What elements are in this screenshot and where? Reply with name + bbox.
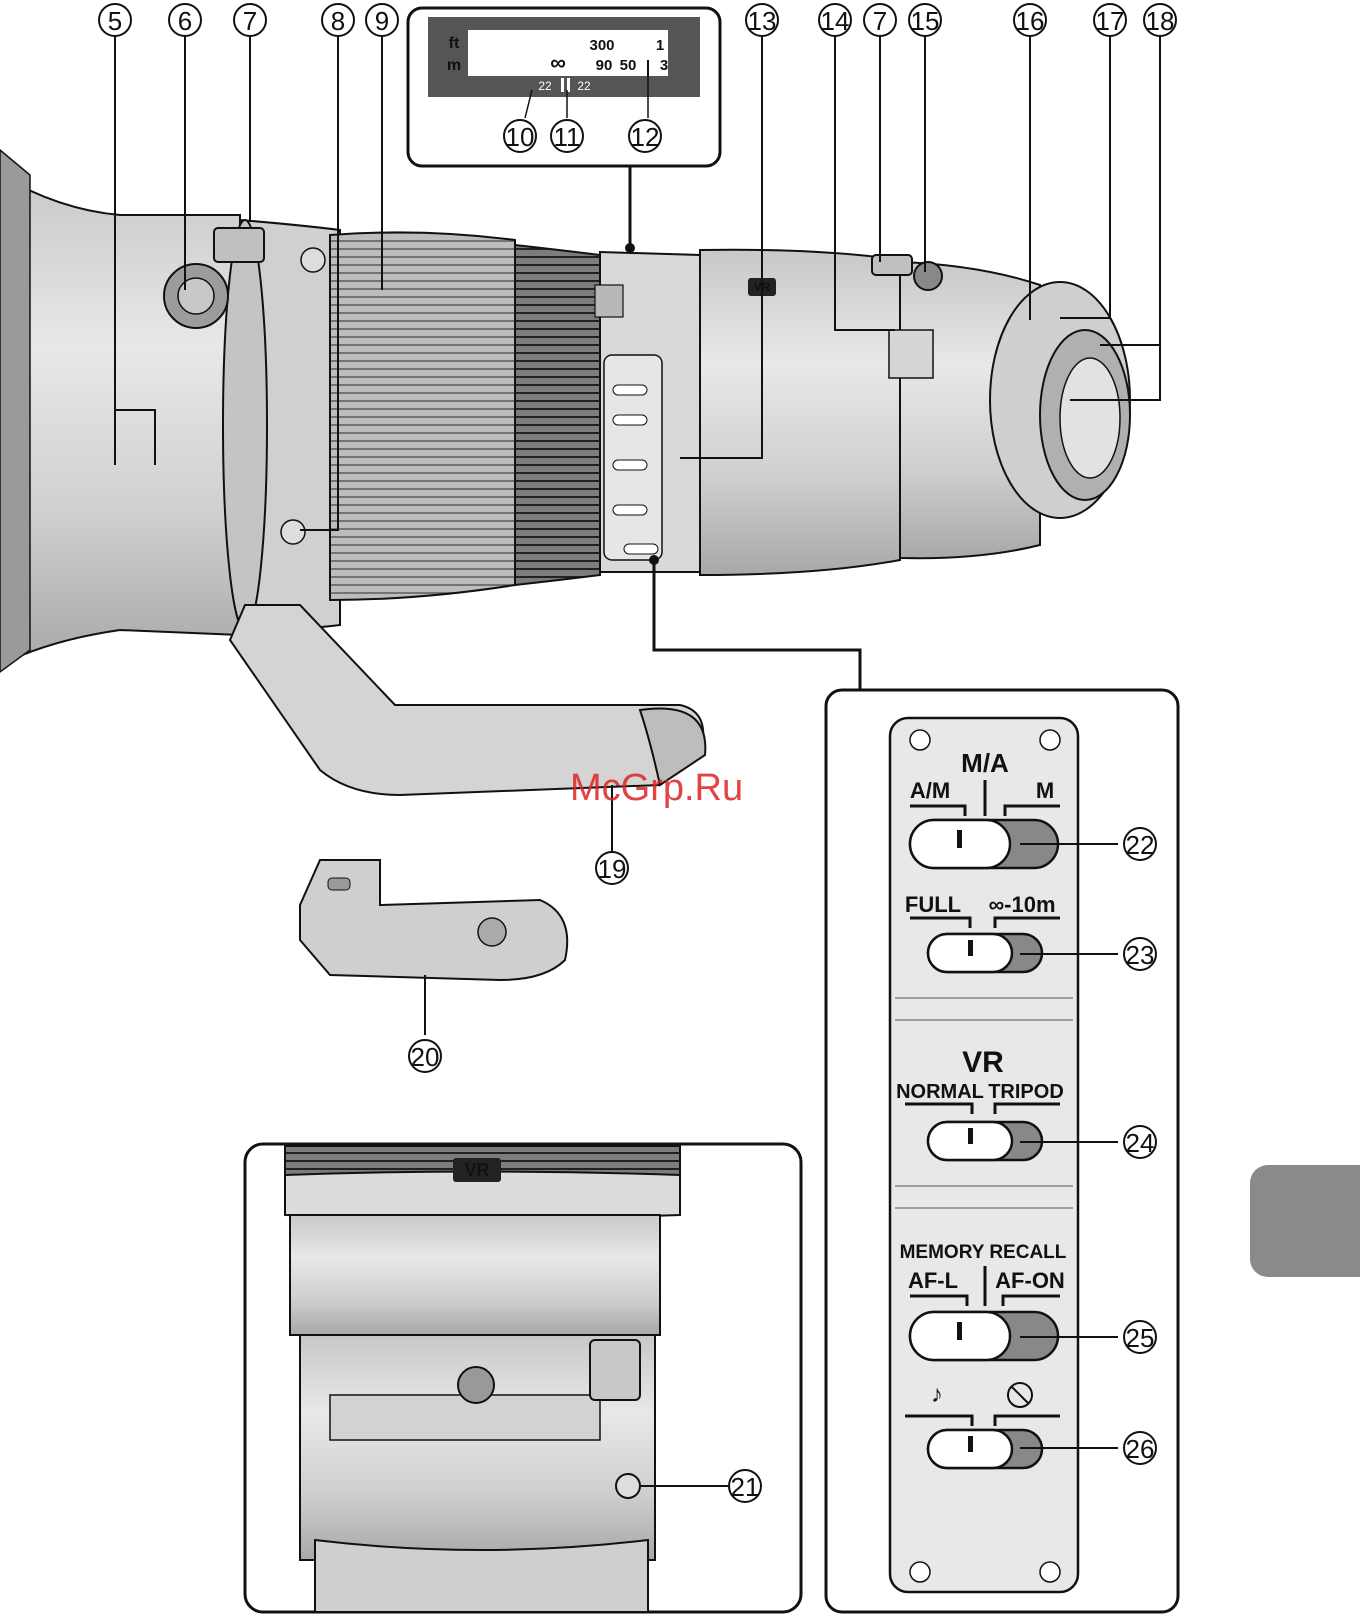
callout-12: 12 [629, 120, 661, 152]
focus-limit-left-label: FULL [905, 892, 961, 917]
svg-text:19: 19 [598, 854, 627, 884]
callout-24: 24 [1124, 1126, 1156, 1158]
ft-edge-value: 1 [656, 37, 664, 54]
callout-16: 16 [1014, 4, 1046, 36]
unit-ft-label: ft [449, 35, 460, 52]
focus-mode-center-label: M/A [961, 748, 1009, 778]
svg-text:23: 23 [1126, 940, 1155, 970]
svg-text:12: 12 [631, 122, 660, 152]
callout-17: 17 [1094, 4, 1126, 36]
memory-left-label: AF-L [908, 1268, 958, 1293]
scale-window [468, 30, 668, 76]
callout-22: 22 [1124, 828, 1156, 860]
svg-text:21: 21 [731, 1472, 760, 1502]
callout-11: 11 [551, 120, 583, 152]
svg-text:10: 10 [506, 122, 535, 152]
svg-text:15: 15 [911, 6, 940, 36]
rear-lock-knob [458, 1367, 494, 1403]
callout-7-rear: 7 [864, 4, 896, 36]
depth-of-field-left: 22 [538, 79, 552, 93]
callout-13: 13 [746, 4, 778, 36]
section-thumb-tab [1250, 1165, 1360, 1277]
callout-26: 26 [1124, 1432, 1156, 1464]
svg-text:5: 5 [108, 6, 122, 36]
memory-right-label: AF-ON [995, 1268, 1065, 1293]
callout-18: 18 [1144, 4, 1176, 36]
svg-text:6: 6 [178, 6, 192, 36]
strap-eyelet-front [214, 228, 264, 262]
callout-19: 19 [596, 852, 628, 884]
inset-vr-badge: VR [464, 1160, 489, 1180]
svg-text:22: 22 [1126, 830, 1155, 860]
svg-text:24: 24 [1126, 1128, 1155, 1158]
callout-15: 15 [909, 4, 941, 36]
svg-text:16: 16 [1016, 6, 1045, 36]
rear-strap-eyelet [590, 1340, 640, 1400]
strap-eyelet-rear [872, 255, 912, 275]
callout-25: 25 [1124, 1321, 1156, 1353]
vr-title-label: VR [962, 1046, 1004, 1079]
m-edge-value: 3 [660, 57, 668, 74]
svg-text:18: 18 [1146, 6, 1175, 36]
focus-mode-right-label: M [1036, 778, 1054, 803]
callout-14: 14 [819, 4, 851, 36]
svg-text:7: 7 [873, 6, 887, 36]
svg-text:20: 20 [411, 1042, 440, 1072]
vr-left-label: NORMAL [896, 1081, 984, 1103]
svg-text:7: 7 [243, 6, 257, 36]
lock-screw [914, 262, 942, 290]
focus-limit-right-label: ∞-10m [988, 892, 1055, 917]
rear-mount-screw [616, 1474, 640, 1498]
callout-21: 21 [729, 1470, 761, 1502]
svg-text:25: 25 [1126, 1323, 1155, 1353]
svg-text:8: 8 [331, 6, 345, 36]
sound-on-label: ♪ [931, 1381, 943, 1408]
focus-mode-left-label: A/M [910, 778, 950, 803]
watermark-text: McGrp.Ru [570, 767, 743, 809]
callout-23: 23 [1124, 938, 1156, 970]
callout-6: 6 [169, 4, 201, 36]
callout-8: 8 [322, 4, 354, 36]
rear-view-inset: VR [245, 1144, 801, 1612]
callout-20: 20 [409, 1040, 441, 1072]
callout-9: 9 [366, 4, 398, 36]
svg-text:11: 11 [554, 122, 581, 152]
m-value-90: 90 [596, 57, 613, 74]
callout-7-front: 7 [234, 4, 266, 36]
ft-value-300: 300 [589, 37, 614, 54]
memory-recall-title-label: MEMORY RECALL [900, 1242, 1067, 1263]
svg-text:13: 13 [748, 6, 777, 36]
svg-text:26: 26 [1126, 1434, 1155, 1464]
svg-text:17: 17 [1096, 6, 1125, 36]
distance-scale-window [595, 285, 623, 317]
svg-text:9: 9 [375, 6, 389, 36]
depth-of-field-right: 22 [577, 79, 591, 93]
m-value-50: 50 [620, 57, 637, 74]
m-infinity: ∞ [550, 50, 566, 75]
svg-text:14: 14 [821, 6, 850, 36]
filter-holder [889, 330, 933, 378]
rear-filter-slot [330, 1395, 600, 1440]
callout-10: 10 [504, 120, 536, 152]
callout-5: 5 [99, 4, 131, 36]
unit-m-label: m [447, 57, 461, 74]
vr-right-label: TRIPOD [988, 1081, 1064, 1103]
